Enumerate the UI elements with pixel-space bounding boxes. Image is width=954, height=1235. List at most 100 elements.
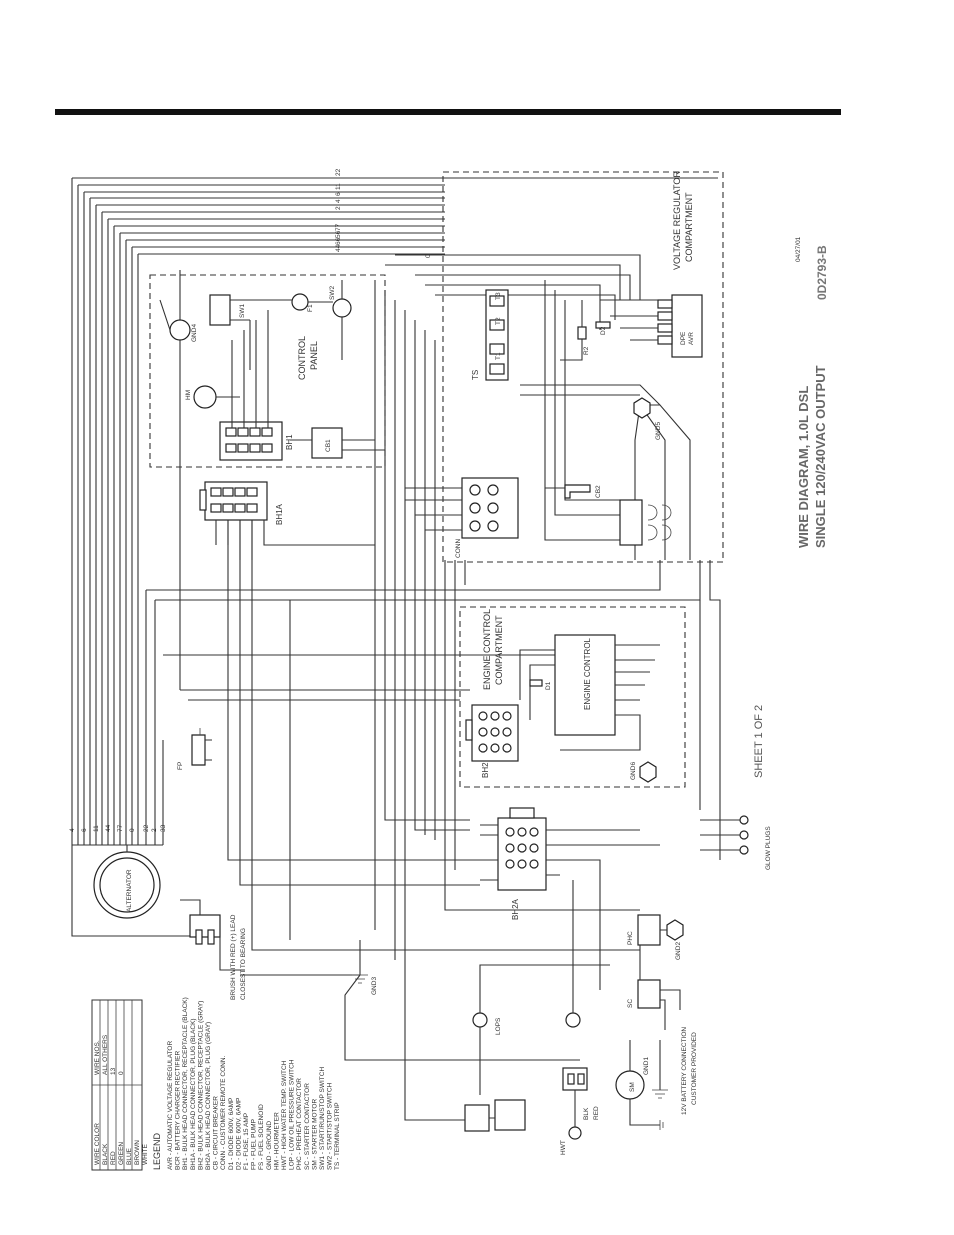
legend-item: SC - STARTER CONTACTOR (304, 1083, 311, 1170)
bh1a-label: BH1A (275, 503, 284, 525)
gnd1-label: GND1 (643, 1057, 650, 1075)
r2-label: R2 (583, 346, 590, 355)
gnd4-label: GND4 (191, 324, 198, 342)
table-cell: BROWN (134, 1140, 141, 1165)
control-panel: GND4 HM SW1 F1 SW2 BH1 CB1 (159, 280, 385, 461)
legend-item: D2 - DIODE 600V, 6AMP (235, 1098, 242, 1170)
gnd5: GND5 (633, 397, 662, 440)
cb2: CB2 (545, 484, 602, 499)
avr-terminal-dpe: DPE (680, 331, 687, 345)
legend-item: GND - GROUND (266, 1121, 273, 1170)
legend-item: FP - FUEL PUMP (251, 1119, 258, 1170)
ts-terminal-t1: T1 (495, 352, 502, 360)
sm-label: SM (629, 1082, 636, 1092)
engine-compartment-title-1: ENGINE CONTROL (482, 609, 492, 690)
legend-item: BH1 - BULK HEAD CONNECTOR, RECEPTACLE (B… (182, 997, 189, 1170)
wire-label: 2 (151, 828, 158, 832)
wire-label: 4 (69, 828, 76, 832)
main-harness (71, 177, 721, 1070)
battery-lead-red: RED (593, 1106, 600, 1120)
wire-label: 11 (335, 183, 342, 190)
wire-label: 44 (335, 244, 342, 252)
bh1a: BH1A (199, 481, 375, 560)
wire-label: 11 (93, 825, 100, 832)
title-line-2: SINGLE 120/240VAC OUTPUT (813, 365, 828, 548)
table-header-color: WIRE COLOR (94, 1123, 101, 1165)
gnd6-label: GND6 (630, 762, 637, 780)
avr: AVR DPE (600, 294, 703, 358)
bh2a: BH2A (480, 807, 660, 990)
wire-label: 6 (335, 192, 342, 196)
relay-terminals (619, 499, 672, 546)
legend-item: FS - FUEL SOLENOID (258, 1104, 265, 1170)
d2-label: D2 (600, 326, 607, 335)
legend-item: LOP - LOW OIL PRESSURE SWITCH (289, 1059, 296, 1170)
wire-label: 56 (335, 230, 342, 238)
control-panel-title-1: CONTROL (297, 336, 307, 380)
glow-plugs-label: GLOW PLUGS (765, 826, 772, 870)
conn-label: CONN (455, 539, 462, 558)
drawing-number: 0D2793-B (815, 245, 829, 300)
wire-label: 66 (335, 237, 342, 245)
legend-item: HWT - HIGH WATER TEMP. SWITCH (281, 1060, 288, 1170)
title-line-1: WIRE DIAGRAM, 1.0L DSL (796, 386, 811, 548)
hm-label: HM (185, 390, 192, 400)
legend-item: SW2 - START/STOP SWITCH (327, 1082, 334, 1170)
conn-block: CONN (405, 477, 519, 558)
avr-label: AVR (688, 332, 695, 345)
phc-label: PHC (627, 931, 634, 945)
legend-item: CB - CIRCUIT BREAKER (213, 1096, 220, 1170)
wire-label: 77 (335, 223, 342, 231)
fp-label: FP (177, 762, 184, 770)
legend-item: BH1A - BULK HEAD CONNECTOR, PLUG (BLACK) (190, 1018, 197, 1170)
hwt-label: HWT (560, 1140, 567, 1155)
date-code: 04/27/01 (795, 236, 802, 262)
battery-label-1: 12V BATTERY CONNECTION (681, 1027, 688, 1115)
gnd5-label: GND5 (655, 422, 662, 440)
wire-label: 6 (81, 828, 88, 832)
wire-label: 0 (425, 254, 432, 258)
legend-item: BCR - BATTERY CHARGER RECTIFIER (175, 1051, 182, 1170)
gnd3-label: GND3 (371, 977, 378, 995)
wire-label: 33 (160, 824, 167, 832)
battery-lead-blk: BLK (583, 1107, 590, 1120)
engine-control-compartment (459, 606, 686, 788)
lops-label: LOPS (495, 1017, 502, 1035)
table-cell: RED (110, 1151, 117, 1165)
lower-components: LOPS BLK RED HWT SM (404, 880, 664, 1155)
legend-item: TS - TERMINAL STRIP (334, 1102, 341, 1170)
sc-label: SC (627, 999, 634, 1008)
engine-control: ENGINE CONTROL D1 BH2 GND6 ENGINE CONTRO… (465, 609, 660, 783)
wire-label: 22 (335, 168, 342, 176)
legend: LEGEND AVR - AUTOMATIC VOLTAGE REGULATOR… (152, 997, 341, 1170)
legend-item: BH2A - BULK HEAD CONNECTOR, PLUG (GRAY) (205, 1022, 212, 1170)
sw1-label: SW1 (239, 304, 246, 318)
f1-label: F1 (307, 304, 314, 312)
wire-labels-alternator: 4 6 11 44 77 0 22 2 33 (69, 824, 167, 832)
vr-compartment-title-2: COMPARTMENT (684, 192, 694, 262)
bh1-label: BH1 (285, 434, 294, 450)
table-cell: ALL OTHERS (102, 1034, 109, 1075)
brush-note-2: CLOSEST TO BEARING (240, 928, 247, 1000)
ts-label: TS (471, 370, 480, 380)
top-rule (55, 109, 841, 115)
brushes: BRUSH WITH RED (+) LEAD CLOSEST TO BEARI… (180, 899, 247, 1000)
bh2a-label: BH2A (511, 898, 520, 920)
legend-item: PHC - PREHEAT CONTACTOR (296, 1078, 303, 1170)
legend-item: F1 - FUSE, 15 AMP (243, 1113, 250, 1170)
battery-label-2: CUSTOMER PROVIDED (691, 1032, 698, 1105)
legend-item: AVR - AUTOMATIC VOLTAGE REGULATOR (167, 1041, 174, 1170)
battery-connection: GND1 12V BATTERY CONNECTION CUSTOMER PRO… (643, 1027, 698, 1115)
vr-compartment-title-1: VOLTAGE REGULATOR (672, 171, 682, 270)
glow-plugs: GLOW PLUGS (700, 815, 772, 870)
wire-label: 4 (335, 199, 342, 203)
table-cell: GREEN (118, 1142, 125, 1165)
wire-label: 44 (105, 824, 112, 832)
ts-terminal-t2: T2 (495, 317, 502, 325)
terminal-strip: T2 T3 T1 TS (471, 289, 509, 381)
gnd3: GND3 (240, 940, 580, 1061)
alternator-label: ALTERNATOR (126, 869, 133, 912)
